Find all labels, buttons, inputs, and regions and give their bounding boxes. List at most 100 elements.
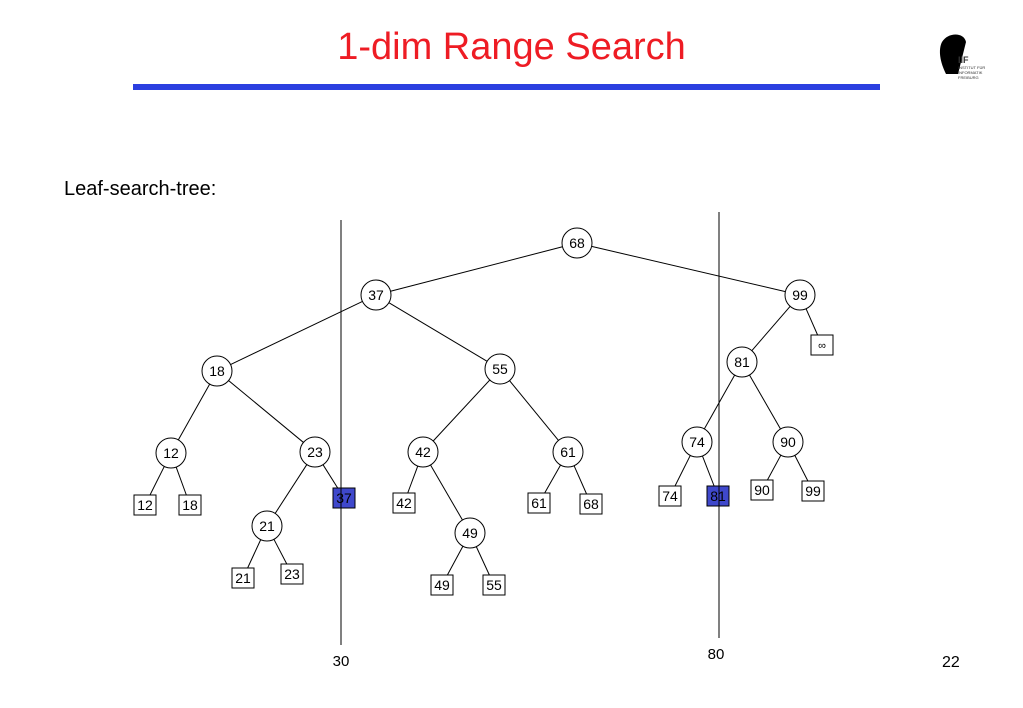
node-label: 42	[415, 444, 431, 460]
leaf-label: ∞	[818, 340, 826, 352]
leaf-box	[280, 563, 304, 585]
tree-edge	[149, 466, 165, 496]
tree-edge	[430, 464, 463, 521]
inner-node: 18	[201, 355, 233, 387]
leaf-label: 81	[710, 488, 726, 504]
tree-edge	[674, 455, 691, 487]
node-label: 81	[734, 354, 750, 370]
leaf-label: 42	[396, 495, 412, 511]
node-label: 18	[209, 363, 225, 379]
leaf-box-highlighted	[706, 485, 730, 507]
leaf-node: 21	[231, 567, 255, 589]
tree-edge	[573, 465, 588, 495]
tree-edge	[273, 539, 288, 565]
tree-edge	[247, 539, 262, 569]
node-circle	[454, 517, 486, 549]
tree-edge	[274, 464, 308, 514]
tree-edge	[230, 301, 363, 365]
node-circle	[360, 279, 392, 311]
tree-edge	[749, 374, 781, 430]
tree-edge	[322, 464, 339, 489]
tree-edge	[701, 455, 715, 487]
leaf-box	[482, 574, 506, 596]
leaf-box	[801, 480, 825, 502]
tree-edge	[805, 308, 819, 336]
inner-node: 90	[772, 426, 804, 458]
leaf-label: 74	[662, 488, 678, 504]
node-label: 55	[492, 361, 508, 377]
leaf-label: 55	[486, 577, 502, 593]
leaf-label: 37	[336, 490, 352, 506]
leaf-node: 42	[392, 492, 416, 514]
tree-edge	[432, 379, 491, 442]
inner-node: 61	[552, 436, 584, 468]
leaf-box	[231, 567, 255, 589]
leaf-box	[392, 492, 416, 514]
leaf-node: 55	[482, 574, 506, 596]
inner-node: 23	[299, 436, 331, 468]
node-circle	[299, 436, 331, 468]
leaf-box	[579, 493, 603, 515]
node-label: 37	[368, 287, 384, 303]
inner-node: 12	[155, 437, 187, 469]
leaf-node: 37	[332, 487, 356, 509]
iif-logo-icon	[939, 34, 966, 74]
inner-node: 81	[726, 346, 758, 378]
leaf-label: 68	[583, 496, 599, 512]
node-circle	[552, 436, 584, 468]
node-circle	[726, 346, 758, 378]
tree-edge	[228, 380, 304, 443]
leaf-box	[750, 479, 774, 501]
inner-node: 99	[784, 279, 816, 311]
leaf-label: 61	[531, 495, 547, 511]
leaf-node: 99	[801, 480, 825, 502]
node-circle	[772, 426, 804, 458]
node-circle	[155, 437, 187, 469]
node-circle	[561, 227, 593, 259]
node-label: 99	[792, 287, 808, 303]
node-label: 21	[259, 518, 275, 534]
node-label: 12	[163, 445, 179, 461]
leaf-label: 90	[754, 482, 770, 498]
range-lower-bound-label: 30	[333, 653, 350, 670]
page-number: 22	[942, 654, 960, 671]
node-circle	[784, 279, 816, 311]
node-label: 61	[560, 444, 576, 460]
node-circle	[407, 436, 439, 468]
node-circle	[484, 353, 516, 385]
tree-edge	[751, 306, 791, 351]
leaf-box	[133, 494, 157, 516]
leaf-node: 74	[658, 485, 682, 507]
title-underline	[133, 84, 880, 90]
leaf-node: 49	[430, 574, 454, 596]
leaf-box	[527, 492, 551, 514]
leaf-node: 23	[280, 563, 304, 585]
leaf-box	[430, 574, 454, 596]
node-label: 90	[780, 434, 796, 450]
leaf-box	[658, 485, 682, 507]
leaf-label: 12	[137, 497, 153, 513]
leaf-node: 68	[579, 493, 603, 515]
leaf-box	[178, 494, 202, 516]
leaf-label: 21	[235, 570, 251, 586]
inner-node: 49	[454, 517, 486, 549]
inner-node: 21	[251, 510, 283, 542]
node-label: 23	[307, 444, 323, 460]
tree-edge	[591, 245, 786, 293]
tree-edge	[407, 465, 419, 494]
inner-node: 74	[681, 426, 713, 458]
node-label: 74	[689, 434, 705, 450]
tree-edge	[177, 383, 211, 441]
tree-edge	[475, 546, 490, 576]
leaf-label: 18	[182, 497, 198, 513]
tree-edge	[390, 246, 563, 292]
tree-edge	[544, 464, 562, 494]
leaf-node: 61	[527, 492, 551, 514]
node-label: 49	[462, 525, 478, 541]
node-circle	[201, 355, 233, 387]
leaf-label: 23	[284, 566, 300, 582]
leaf-node: 12	[133, 494, 157, 516]
leaf-label: 99	[805, 483, 821, 499]
inner-node: 37	[360, 279, 392, 311]
